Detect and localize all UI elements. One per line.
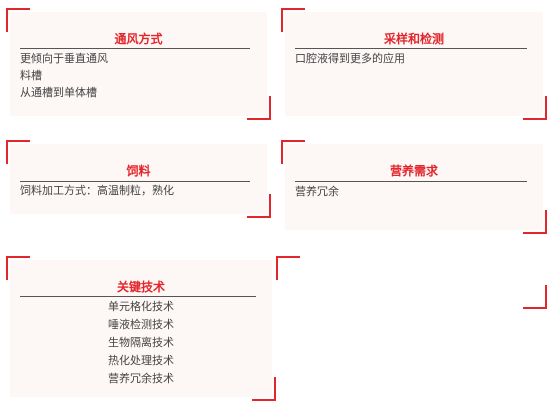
list-item: 唾液检测技术 — [108, 318, 174, 331]
corner-decoration — [281, 8, 305, 32]
list-item: 口腔液得到更多的应用 — [295, 52, 405, 65]
list-item: 从通槽到单体槽 — [20, 86, 97, 99]
corner-decoration — [281, 140, 305, 164]
card-title: 营养需求 — [389, 164, 438, 178]
title-divider — [20, 296, 256, 297]
corner-decoration — [523, 285, 547, 309]
corner-decoration — [252, 377, 276, 401]
corner-decoration — [276, 256, 300, 280]
title-divider — [295, 48, 527, 49]
title-divider — [295, 181, 527, 182]
corner-decoration — [247, 96, 271, 120]
list-item: 料槽 — [20, 69, 42, 82]
list-item: 热化处理技术 — [108, 354, 174, 367]
card-title: 关键技术 — [116, 280, 165, 294]
list-item: 生物隔离技术 — [108, 336, 174, 349]
list-item: 营养冗余 — [295, 185, 339, 198]
card-title: 采样和检测 — [383, 32, 444, 46]
title-divider — [20, 48, 250, 49]
list-item: 营养冗余技术 — [108, 372, 174, 385]
corner-decoration — [6, 8, 30, 32]
corner-decoration — [6, 140, 30, 164]
card-feed: 饲料 饲料加工方式：高温制粒，熟化 — [6, 140, 271, 218]
list-item: 饲料加工方式：高温制粒，熟化 — [20, 184, 174, 197]
list-item: 单元格化技术 — [108, 300, 174, 313]
corner-decoration — [523, 210, 547, 234]
corner-decoration — [247, 194, 271, 218]
card-title: 饲料 — [126, 164, 151, 178]
title-divider — [20, 181, 250, 182]
corner-decoration — [6, 256, 30, 280]
corner-decoration — [523, 96, 547, 120]
card-sampling: 采样和检测 口腔液得到更多的应用 — [281, 8, 547, 120]
list-item: 更倾向于垂直通风 — [20, 52, 108, 65]
card-title: 通风方式 — [114, 32, 163, 46]
card-key-technology: 关键技术 单元格化技术 唾液检测技术 生物隔离技术 热化处理技术 营养冗余技术 — [6, 256, 276, 401]
card-ventilation: 通风方式 更倾向于垂直通风 料槽 从通槽到单体槽 — [6, 8, 271, 120]
card-nutrition: 营养需求 营养冗余 — [281, 140, 547, 234]
